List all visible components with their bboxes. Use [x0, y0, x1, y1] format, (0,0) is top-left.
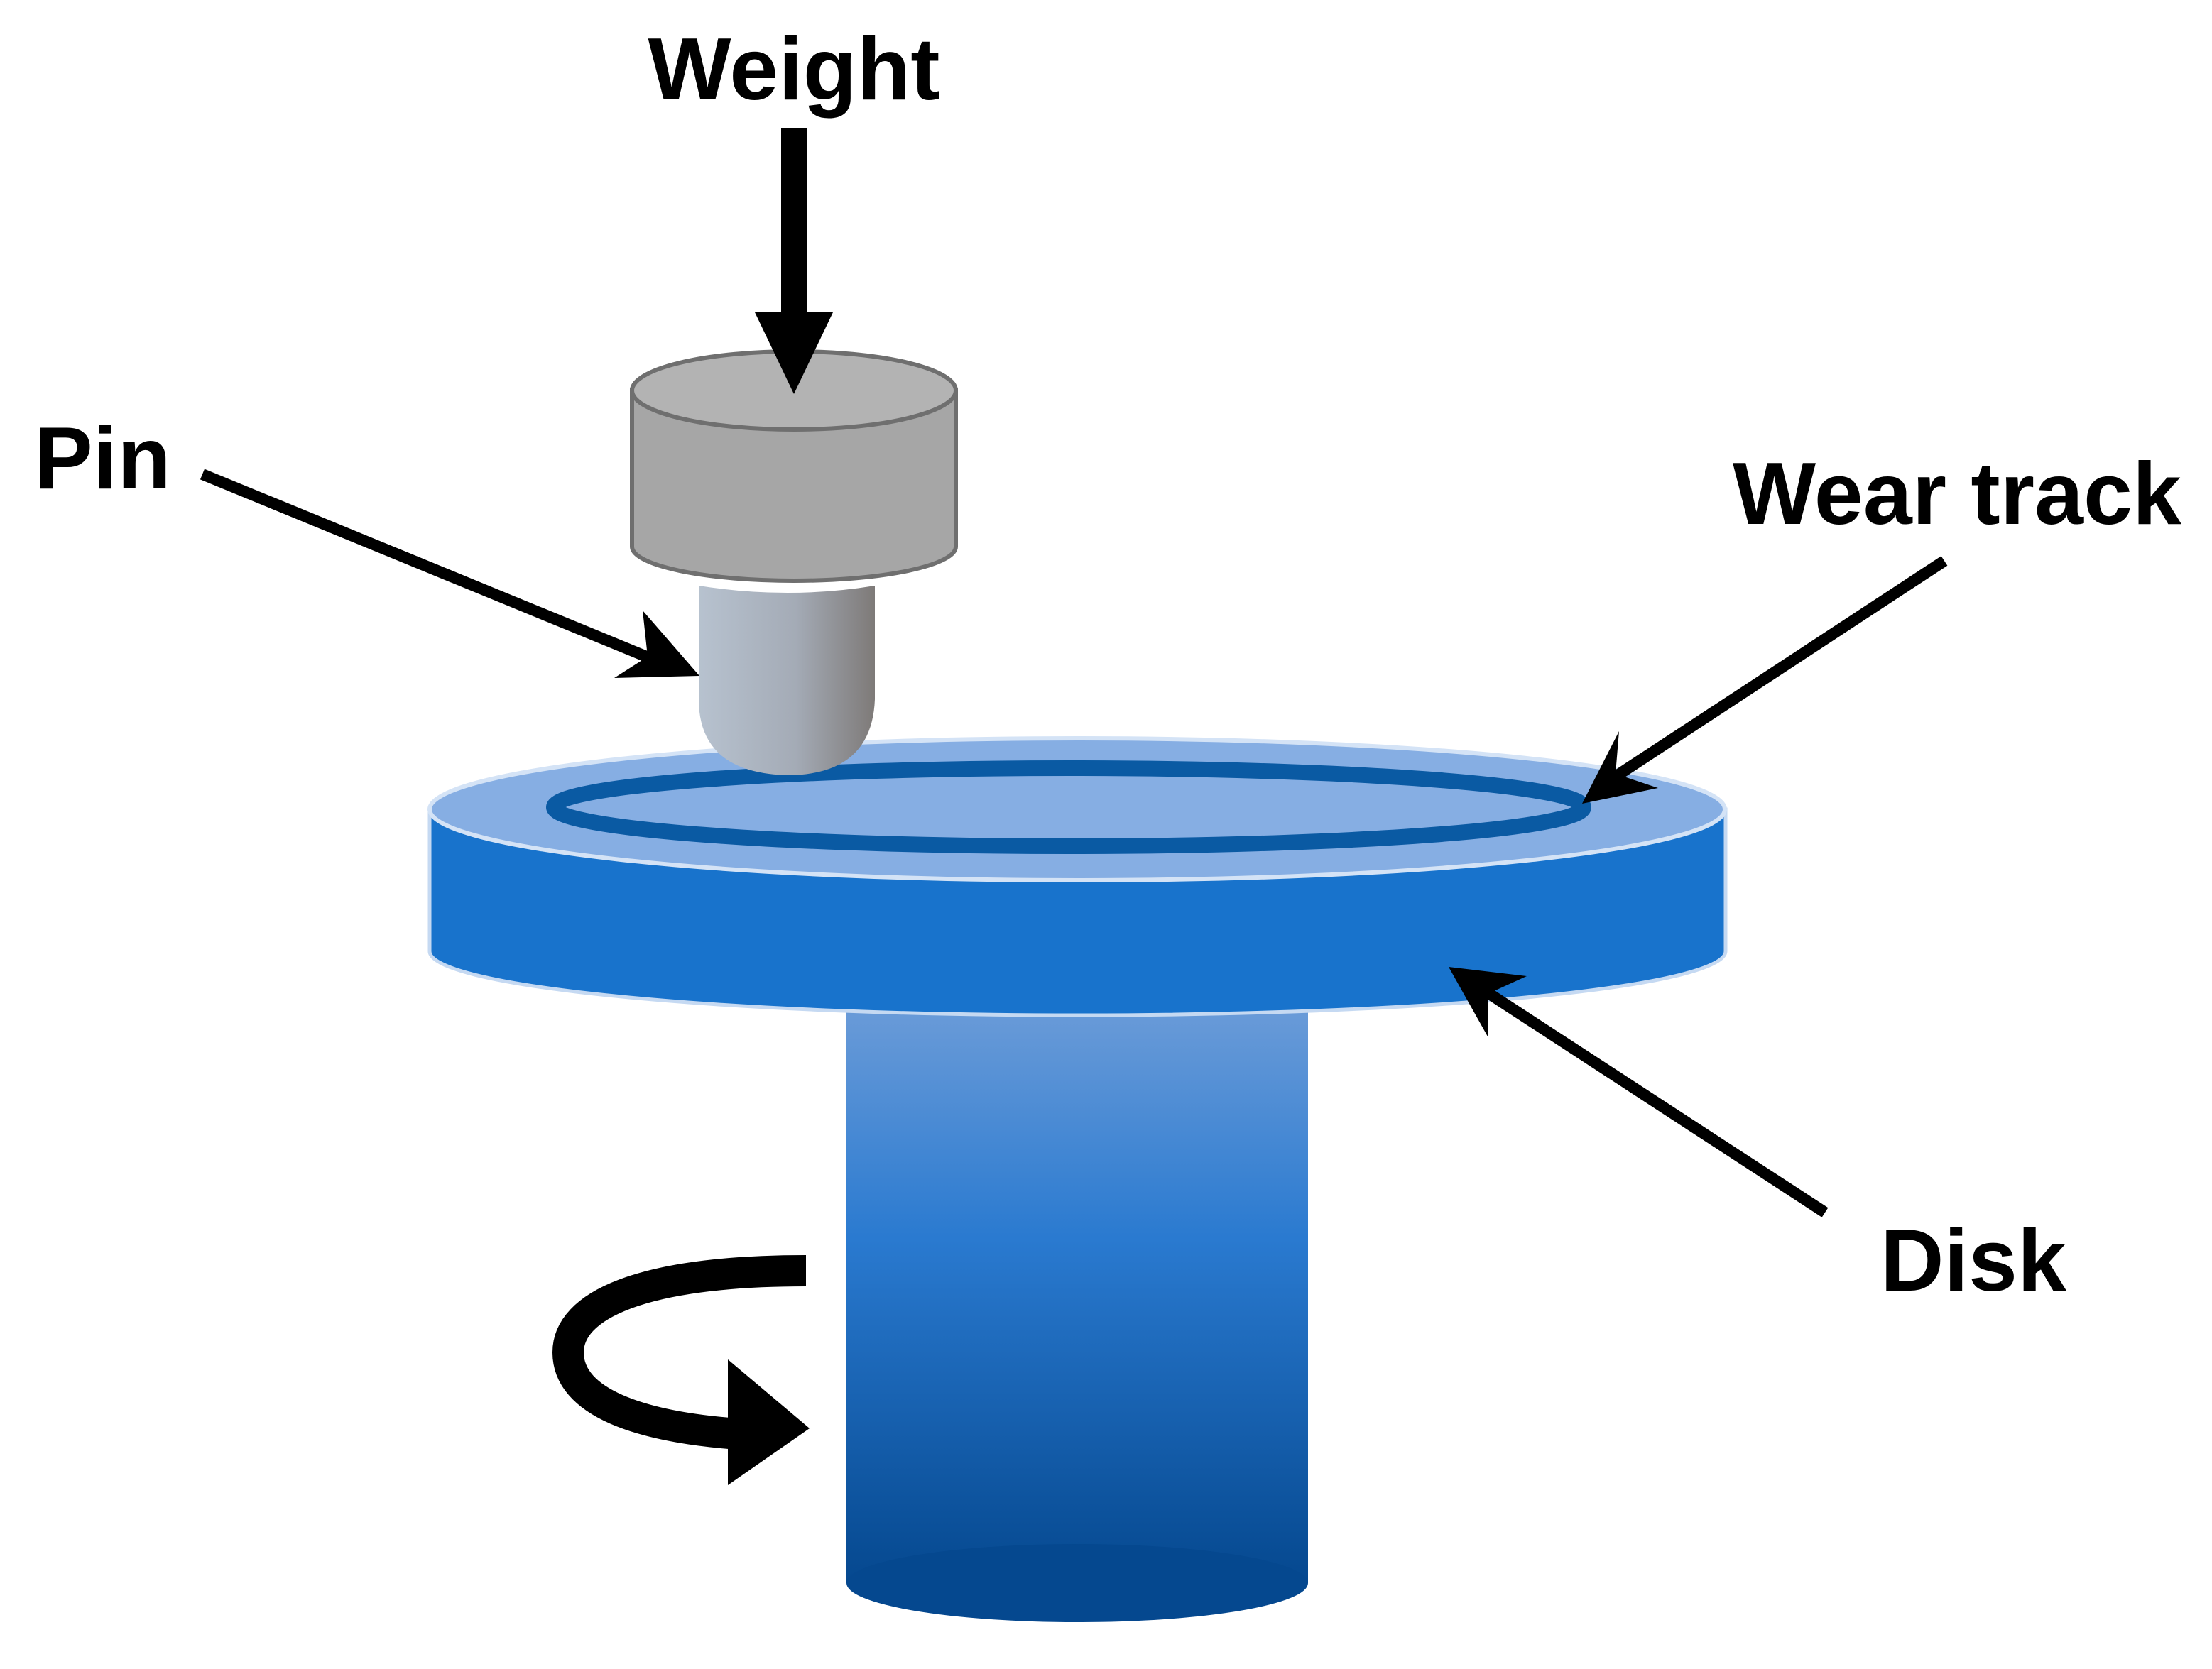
- rotation-arrow-icon: [552, 1255, 810, 1485]
- wear-track-pointer-arrow: [1582, 556, 1948, 804]
- disk-pointer-arrow: [1449, 967, 1829, 1217]
- disk-label: Disk: [1880, 1212, 2067, 1310]
- wear-track-label: Wear track: [1733, 445, 2182, 543]
- pin-pointer-arrow: [200, 469, 699, 678]
- wear-track: [546, 760, 1591, 854]
- disk: [427, 736, 1728, 1017]
- pin: [699, 586, 875, 775]
- down-arrow-icon: [755, 128, 833, 394]
- disk-top-surface: [427, 736, 1727, 882]
- shaft: [846, 1008, 1308, 1622]
- weight-label: Weight: [648, 21, 940, 119]
- pin-label: Pin: [34, 410, 171, 508]
